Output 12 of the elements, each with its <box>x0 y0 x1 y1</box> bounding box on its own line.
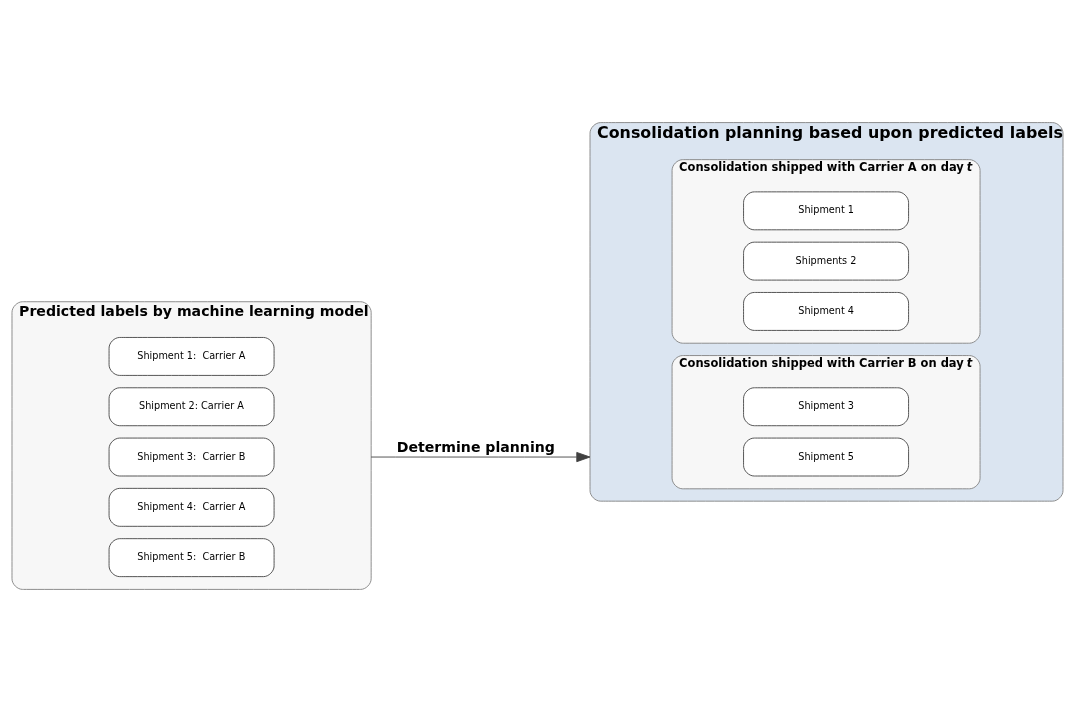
node-box: Shipment 5: Carrier B <box>108 538 275 578</box>
node-box: Shipment 2: Carrier A <box>108 387 275 427</box>
node-box: Shipment 1 <box>743 191 909 231</box>
node-box: Shipment 3: Carrier B <box>108 437 275 477</box>
edge-label: Determine planning <box>396 438 555 455</box>
node-box: Shipment 4: Carrier A <box>108 487 275 527</box>
node-box: Shipment 5 <box>743 437 909 477</box>
node-box: Shipment 3 <box>743 387 909 427</box>
node-box: Shipment 1: Carrier A <box>108 337 275 376</box>
node-box: Shipment 4 <box>743 292 909 331</box>
node-box: Shipments 2 <box>743 241 909 281</box>
arrow <box>370 451 591 463</box>
